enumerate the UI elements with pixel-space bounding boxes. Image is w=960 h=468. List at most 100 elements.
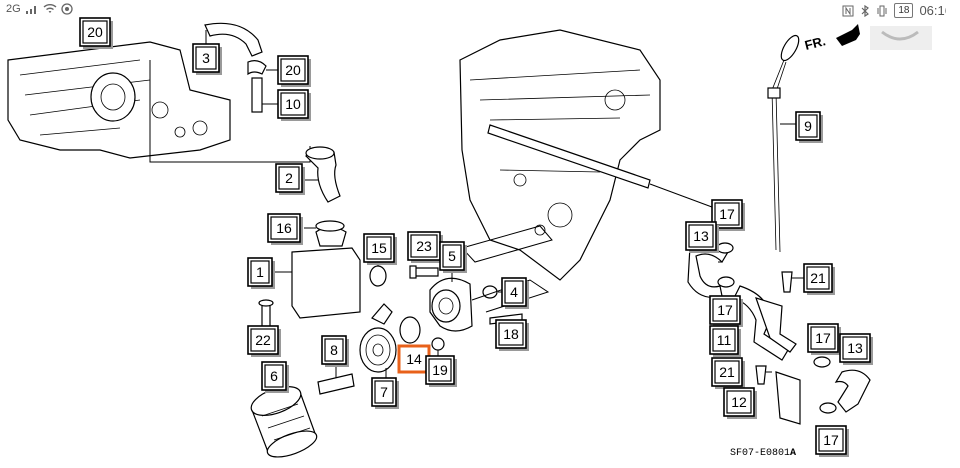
hose-clamp [819, 402, 837, 414]
svg-text:22: 22 [255, 332, 271, 348]
callout-16[interactable]: 16 [267, 213, 303, 245]
svg-text:9: 9 [804, 118, 812, 134]
bracket-bolt [781, 271, 793, 293]
svg-text:1: 1 [256, 264, 264, 280]
svg-text:13: 13 [847, 340, 863, 356]
callout-13a[interactable]: 13 [685, 221, 719, 253]
svg-text:4: 4 [510, 284, 518, 300]
svg-text:23: 23 [416, 238, 432, 254]
svg-text:8: 8 [330, 342, 338, 358]
hose-clamp [717, 276, 735, 288]
bracket-bolt [755, 365, 767, 385]
svg-text:19: 19 [432, 362, 448, 378]
svg-text:17: 17 [717, 302, 733, 318]
callout-19[interactable]: 19 [425, 355, 457, 387]
diagram-code-suffix: A [790, 448, 796, 459]
svg-text:6: 6 [270, 368, 278, 384]
wifi-icon [43, 4, 57, 13]
oil-cooler [359, 303, 397, 373]
svg-text:13: 13 [693, 228, 709, 244]
svg-text:20: 20 [285, 62, 301, 78]
svg-text:17: 17 [815, 330, 831, 346]
svg-text:5: 5 [448, 248, 456, 264]
hose-clamp [813, 356, 831, 368]
engine-block [459, 29, 661, 281]
svg-text:10: 10 [285, 96, 301, 112]
bluetooth-icon [861, 4, 870, 17]
front-label: FR. [803, 33, 827, 53]
bolt [413, 267, 439, 277]
network-type: 2G [6, 3, 21, 15]
callout-22[interactable]: 22 [247, 325, 281, 357]
breather-hose [204, 22, 263, 57]
svg-text:18: 18 [503, 326, 519, 342]
callout-20a[interactable]: 20 [79, 17, 113, 49]
oil-cooler-housing [291, 247, 361, 319]
svg-text:21: 21 [719, 364, 735, 380]
callout-4[interactable]: 4 [501, 277, 529, 309]
callout-14-highlighted[interactable]: 14 [397, 344, 431, 374]
pcv-tube [251, 77, 263, 113]
callout-10[interactable]: 10 [277, 89, 311, 121]
callout-3[interactable]: 3 [192, 43, 222, 75]
intake-manifold [7, 41, 231, 159]
callout-17c[interactable]: 17 [807, 323, 841, 355]
dipstick-tube-upper [487, 124, 651, 189]
svg-text:7: 7 [380, 384, 388, 400]
chevron-down-icon [881, 30, 919, 41]
svg-text:11: 11 [717, 332, 732, 348]
o-ring [369, 265, 387, 287]
callout-11[interactable]: 11 [709, 325, 741, 357]
svg-text:15: 15 [371, 240, 387, 256]
callout-2[interactable]: 2 [275, 163, 305, 195]
hose-clamp [716, 242, 734, 254]
oil-filter [250, 386, 318, 458]
callout-15[interactable]: 15 [363, 233, 397, 265]
pipe-bracket [755, 297, 797, 353]
callout-1[interactable]: 1 [247, 257, 275, 289]
svg-text:16: 16 [276, 220, 292, 236]
nfc-icon [842, 5, 854, 16]
callout-7[interactable]: 7 [371, 377, 399, 409]
status-left: 2G [6, 3, 73, 15]
callout-17b[interactable]: 17 [709, 295, 743, 327]
right-margin [946, 0, 960, 468]
callout-21a[interactable]: 21 [803, 263, 835, 295]
callout-6[interactable]: 6 [261, 361, 289, 393]
water-hose-b [834, 369, 871, 413]
signal-icon [25, 6, 36, 14]
oil-pressure-sensor [317, 373, 355, 395]
callout-9[interactable]: 9 [795, 111, 823, 143]
hose-bracket [775, 371, 801, 425]
clock: 06:16 [919, 3, 952, 18]
svg-text:14: 14 [406, 351, 422, 367]
nut [431, 337, 445, 351]
diagram-code: SF07-E0801 [730, 448, 790, 459]
front-direction-indicator: FR. [803, 24, 860, 53]
callout-5[interactable]: 5 [439, 241, 467, 273]
svg-text:17: 17 [823, 432, 839, 448]
status-right: 18 06:16 [842, 3, 952, 18]
svg-text:20: 20 [87, 24, 103, 40]
callout-21b[interactable]: 21 [711, 357, 745, 389]
callout-23[interactable]: 23 [407, 231, 443, 263]
callout-8[interactable]: 8 [321, 335, 349, 367]
svg-text:3: 3 [202, 50, 210, 66]
callout-20b[interactable]: 20 [277, 55, 311, 87]
callout-17d[interactable]: 17 [815, 425, 849, 457]
svg-text:2: 2 [285, 170, 293, 186]
dipstick [767, 34, 800, 253]
svg-text:21: 21 [810, 270, 826, 286]
svg-text:17: 17 [719, 206, 735, 222]
battery-icon: 18 [894, 3, 914, 18]
callout-12[interactable]: 12 [723, 387, 757, 419]
svg-text:12: 12 [731, 394, 747, 410]
hose-clip [247, 60, 267, 76]
callout-18[interactable]: 18 [495, 319, 529, 351]
status-bar: 2G 18 06:16 [0, 0, 960, 26]
mount-bolt [261, 303, 271, 329]
callout-17a[interactable]: 17 [711, 199, 745, 231]
callout-13b[interactable]: 13 [839, 333, 873, 365]
cooler-o-ring [399, 316, 421, 344]
